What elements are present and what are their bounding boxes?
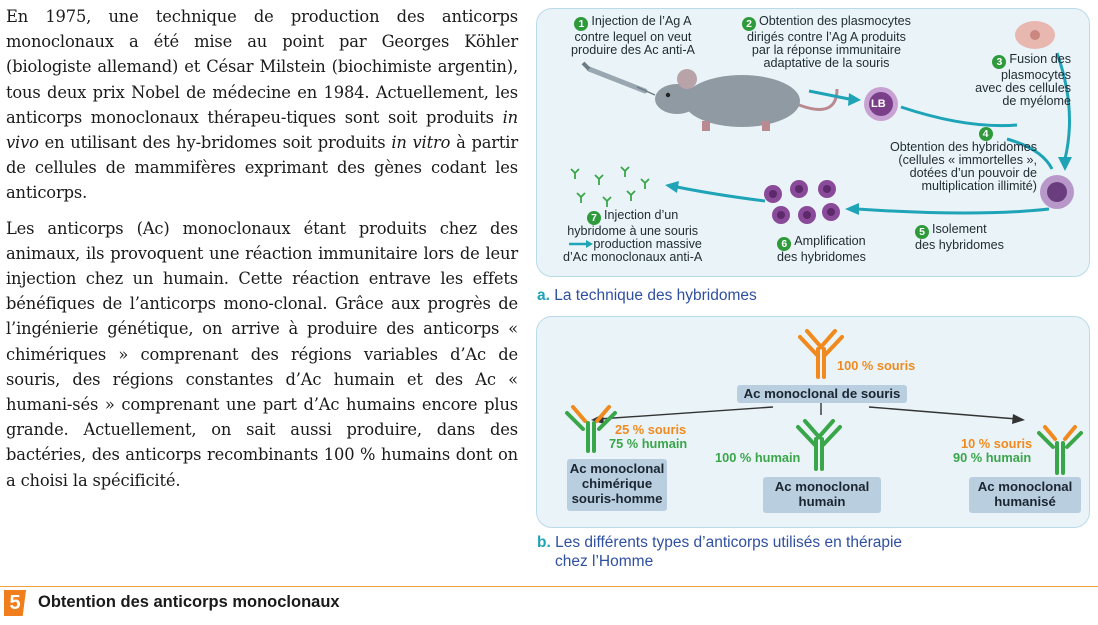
caption-a: a. La technique des hybridomes: [537, 287, 757, 304]
step-5-number: 5: [915, 225, 929, 239]
section-title: Obtention des anticorps monoclonaux: [38, 593, 340, 611]
myeloma-cell-icon: [1015, 21, 1055, 49]
pct-mid-human: 100 % humain: [715, 450, 801, 465]
humanized-antibody-icon: [1037, 425, 1083, 475]
step-4: 4 Obtention des hybridomes (cellules « i…: [889, 127, 1037, 193]
step-4-number: 4: [978, 127, 993, 141]
step-7-number: 7: [587, 211, 602, 225]
step-6-number: 6: [777, 237, 792, 251]
box-human-antibody: Ac monoclonal humain: [763, 477, 881, 513]
body-text: En 1975, une technique de production des…: [6, 4, 518, 503]
step-2-number: 2: [742, 17, 756, 31]
mouse-icon: [655, 69, 839, 131]
box-humanized-antibody: Ac monoclonal humanisé: [969, 477, 1081, 513]
box-chimeric-antibody: Ac monoclonal chimérique souris-homme: [567, 459, 667, 511]
section-number: 5: [4, 590, 26, 616]
pct-right-human: 90 % humain: [953, 450, 1032, 465]
antibody-types-diagram: 100 % souris Ac monoclonal de souris 25 …: [536, 316, 1090, 528]
lymphocyte-b-icon: [864, 87, 898, 121]
pct-left-human: 75 % humain: [609, 436, 688, 451]
label-lb: LB: [871, 98, 886, 110]
amplified-hybridomas-icon: [764, 180, 840, 224]
chimeric-antibody-icon: [565, 405, 617, 453]
hybridoma-cell-icon: [1040, 175, 1074, 209]
hybridoma-illustration: [569, 21, 1074, 248]
caption-b: b. Les différents types d’anticorps util…: [537, 534, 903, 570]
pct-left-mouse: 25 % souris: [615, 422, 687, 437]
mouse-antibody-icon: [798, 329, 844, 379]
antibodies-icon: [570, 166, 650, 207]
antibody-types-illustration: [565, 329, 1083, 475]
human-antibody-icon: [796, 419, 842, 471]
pct-right-mouse: 10 % souris: [961, 436, 1033, 451]
section-divider: [0, 586, 1098, 587]
paragraph-1: En 1975, une technique de production des…: [6, 7, 518, 203]
paragraph-2: Les anticorps (Ac) monoclonaux étant pro…: [6, 218, 518, 490]
pct-100-mouse: 100 % souris: [837, 358, 916, 373]
step-1-number: 1: [574, 17, 589, 31]
box-mouse-antibody: Ac monoclonal de souris: [737, 385, 907, 403]
syringe-icon: [581, 61, 656, 96]
step-3-number: 3: [992, 55, 1007, 69]
